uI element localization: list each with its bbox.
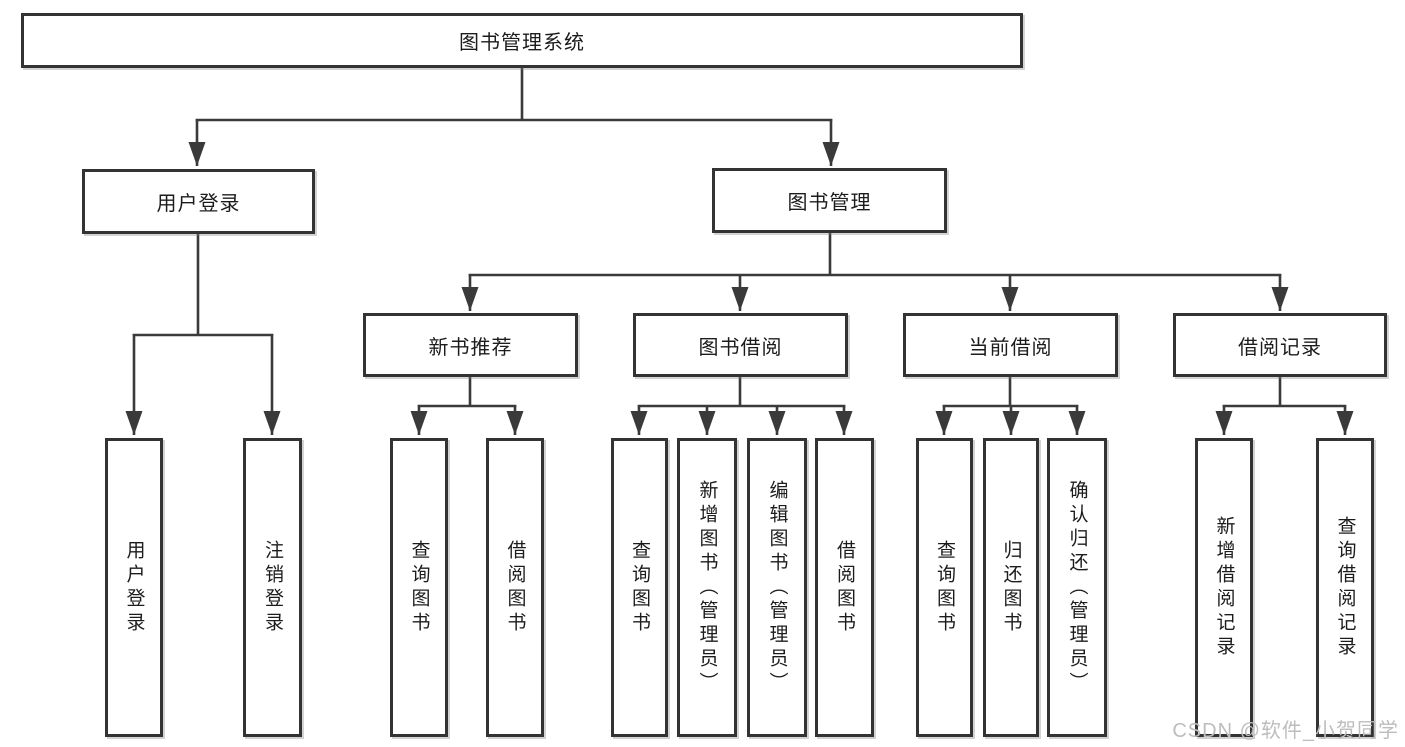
leaf-cb-confirm-return-admin-label: 确认归还（管理员） [1066,479,1088,696]
leaf-cb-query-books-label: 查询图书 [934,539,955,636]
leaf-bb-query-books-label: 查询图书 [629,539,650,636]
leaf-user-login: 用户登录 [105,438,163,737]
leaf-br-add-record-label: 新增借阅记录 [1213,515,1235,660]
node-user-login: 用户登录 [82,169,315,234]
leaf-user-login-label: 用户登录 [123,539,145,636]
leaf-logout: 注销登录 [243,438,302,737]
leaf-bb-add-books-admin-label: 新增图书（管理员） [696,479,718,696]
csdn-watermark: CSDN @软件_小贺同学 [1172,720,1399,742]
leaf-bb-borrow-books-label: 借阅图书 [834,539,855,636]
leaf-bb-query-books: 查询图书 [611,438,668,737]
node-current-borrow: 当前借阅 [903,313,1118,377]
leaf-bb-edit-books-admin-label: 编辑图书（管理员） [766,479,788,696]
leaf-br-add-record: 新增借阅记录 [1195,438,1253,737]
leaf-cb-query-books: 查询图书 [916,438,973,737]
leaf-nbr-query-books-label: 查询图书 [408,539,430,636]
node-new-book-recommend: 新书推荐 [363,313,578,377]
leaf-br-query-record-label: 查询借阅记录 [1334,515,1356,660]
leaf-logout-label: 注销登录 [262,539,283,636]
leaf-nbr-query-books: 查询图书 [390,438,448,737]
leaf-bb-edit-books-admin: 编辑图书（管理员） [747,438,807,737]
leaf-nbr-borrow-books: 借阅图书 [486,438,544,737]
leaf-br-query-record: 查询借阅记录 [1316,438,1374,737]
node-book-borrow: 图书借阅 [633,313,848,377]
node-borrow-records: 借阅记录 [1173,313,1387,377]
leaf-cb-return-books-label: 归还图书 [1000,539,1022,636]
leaf-cb-return-books: 归还图书 [983,438,1039,737]
node-book-management: 图书管理 [712,168,947,233]
leaf-nbr-borrow-books-label: 借阅图书 [504,539,526,636]
leaf-bb-add-books-admin: 新增图书（管理员） [677,438,737,737]
leaf-cb-confirm-return-admin: 确认归还（管理员） [1047,438,1107,737]
leaf-bb-borrow-books: 借阅图书 [815,438,874,737]
node-root: 图书管理系统 [21,13,1023,68]
